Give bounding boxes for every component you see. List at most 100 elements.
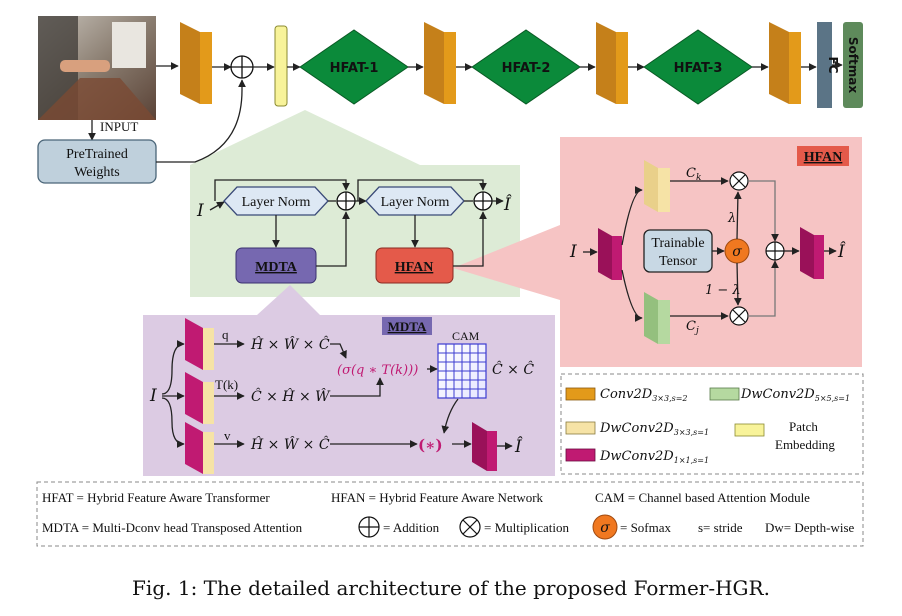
legend-dw3x3-sub: 3×3,s=1 [674, 428, 709, 437]
cj-subscript: j [694, 326, 699, 336]
hfat-block-2-label: HFAT-2 [502, 61, 551, 76]
trainable-tensor-label-2: Tensor [659, 254, 697, 269]
tk-label: T(k) [215, 377, 238, 392]
mdta-k-conv [185, 372, 214, 424]
hfan-zoom-wedge [453, 225, 560, 300]
legend-dw5x5-main: DwConv2D [740, 387, 815, 402]
legend-label-dw1x1: DwConv2D1×1,s=1 [599, 449, 709, 465]
hfat-block-1-label: HFAT-1 [330, 61, 379, 76]
legend-dw1x1-sub: 1×1,s=1 [674, 456, 709, 465]
legend-label-conv3x3: Conv2D3×3,s=2 [600, 387, 688, 403]
conv-block-3 [596, 22, 628, 104]
hfan-output-symbol: Î [837, 241, 846, 262]
cj-label: Cj [686, 319, 699, 336]
addition-node-hfat-2 [473, 191, 493, 211]
legend-dw3x3-main: DwConv2D [599, 421, 674, 436]
cam-label: CAM [452, 329, 480, 343]
abbr-hfat: HFAT = Hybrid Feature Aware Transformer [42, 490, 270, 505]
hfan-input-symbol: I [569, 242, 577, 262]
hfat-input-symbol: I [196, 201, 204, 221]
legend-label-dw3x3: DwConv2D3×3,s=1 [599, 421, 709, 437]
input-image [38, 16, 156, 120]
fc-block [817, 22, 832, 108]
v-label: v [224, 428, 231, 443]
pretrained-weights-label-1: PreTrained [66, 147, 128, 162]
abbr-mdta: MDTA = Multi-Dconv head Transposed Atten… [42, 520, 303, 535]
hfan-dwconv-5x5 [644, 292, 670, 344]
addition-node-hfan [765, 241, 785, 261]
patch-embedding-block [274, 25, 288, 107]
hfan-title: HFAN [804, 150, 843, 165]
mdta-title-box [382, 317, 432, 335]
mdta-input-symbol: I [149, 386, 157, 406]
legend-conv3x3-main: Conv2D [600, 387, 653, 402]
hfan-block-label: HFAN [395, 260, 434, 275]
hfan-title-box [797, 146, 849, 166]
multiplication-node-bottom [729, 306, 749, 326]
mdta-detail-panel [143, 285, 555, 476]
abbr-cam: CAM = Channel based Attention Module [595, 490, 810, 505]
q-dims: Ĥ × Ŵ × Ĉ [250, 335, 330, 353]
legend-swatch-conv3x3 [565, 387, 596, 401]
mdta-v-conv [185, 422, 214, 474]
v-dims: Ĥ × Ŵ × Ĉ [250, 435, 330, 453]
abbr-addition: = Addition [383, 520, 440, 535]
cam-grid [437, 343, 487, 399]
pretrained-weights-label-2: Weights [74, 165, 120, 180]
softmax-legend-symbol: σ [600, 520, 610, 536]
softmax-label: Softmax [846, 37, 860, 93]
legend-box [560, 373, 864, 475]
mdta-q-conv [185, 318, 214, 370]
attention-expression: (σ(q ∗ T(k))) [337, 363, 418, 378]
hfan-dwconv-3x3 [644, 160, 670, 212]
legend-label-patch-2: Embedding [775, 437, 835, 452]
q-label: q [222, 327, 229, 342]
input-label: INPUT [100, 119, 138, 134]
hfan-dwconv-1x1-out [800, 227, 824, 279]
legend-dw1x1-main: DwConv2D [599, 449, 674, 464]
layer-norm-2-label: Layer Norm [381, 195, 450, 210]
abbr-softmax: = Sofmax [620, 520, 672, 535]
mdta-output-symbol: Î [514, 436, 523, 457]
legend-swatch-dw5x5 [709, 387, 740, 401]
abbr-multiplication: = Multiplication [484, 520, 569, 535]
abbr-stride: s= stride [698, 520, 743, 535]
cam-dims: Ĉ × Ĉ [492, 360, 534, 378]
legend-swatch-dw1x1 [565, 448, 596, 462]
conv-block-4 [769, 22, 801, 104]
conv-block-2 [424, 22, 456, 104]
mdta-output-conv [472, 422, 497, 471]
legend-label-patch-1: Patch [789, 419, 818, 434]
addition-legend-icon [358, 516, 380, 538]
legend-label-dw5x5: DwConv2D5×5,s=1 [740, 387, 850, 403]
softmax-block [843, 22, 863, 108]
hfat-block-3-label: HFAT-3 [674, 61, 723, 76]
lambda-label: λ [727, 211, 736, 226]
legend-dw5x5-sub: 5×5,s=1 [815, 394, 850, 403]
abbr-hfan: HFAN = Hybrid Feature Aware Network [331, 490, 544, 505]
mdta-block-label: MDTA [255, 260, 298, 275]
k-dims: Ĉ × Ĥ × Ŵ [251, 387, 331, 405]
softmax-legend-icon [592, 514, 618, 540]
layer-norm-1-label: Layer Norm [242, 195, 311, 210]
addition-node-top [230, 55, 254, 79]
trainable-tensor-label-1: Trainable [651, 236, 704, 251]
abbreviations-box [36, 481, 864, 547]
legend-swatch-patch [734, 423, 765, 437]
figure-caption: Fig. 1: The detailed architecture of the… [132, 576, 770, 600]
legend-conv3x3-sub: 3×3,s=2 [652, 394, 687, 403]
multiplication-node-top [729, 171, 749, 191]
legend-swatch-dw3x3 [565, 421, 596, 435]
hfan-dwconv-1x1-in [598, 228, 622, 280]
abbr-depthwise: Dw= Depth-wise [765, 520, 855, 535]
mdta-title: MDTA [388, 319, 427, 334]
hfat-output-symbol: Î [503, 194, 512, 215]
conv-block-1 [180, 22, 212, 104]
addition-node-hfat-1 [336, 191, 356, 211]
ck-subscript: k [696, 173, 701, 183]
hfan-sigma-symbol: σ [732, 244, 742, 260]
one-minus-lambda-label: 1 − λ [705, 283, 741, 298]
multiplication-legend-icon [459, 516, 481, 538]
star-operator: (∗) [418, 436, 443, 454]
